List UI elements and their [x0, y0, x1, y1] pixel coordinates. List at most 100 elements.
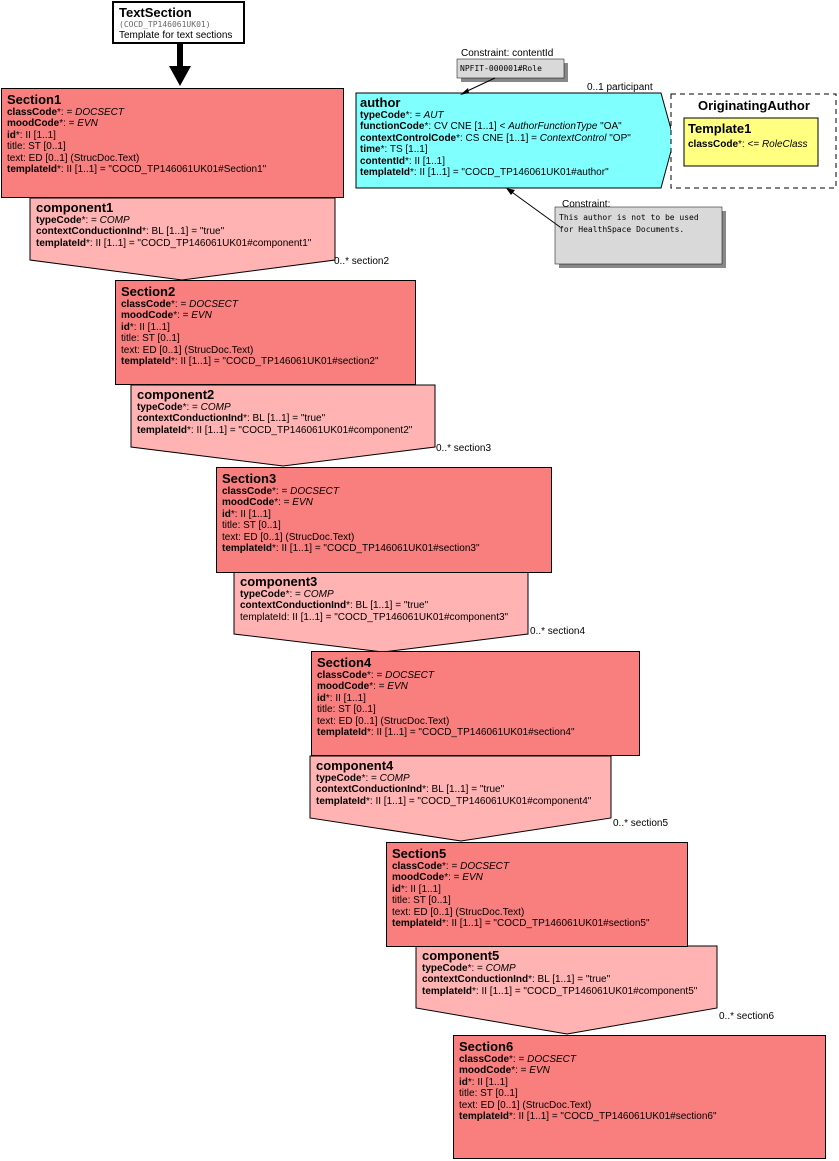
id-attribute: id*: II [1..1]: [392, 884, 682, 895]
typeCode-attribute: typeCode*: = COMP: [316, 773, 591, 784]
id-name: id: [222, 508, 231, 520]
functionCode-type: *: CV CNE [1..1] <: [424, 121, 509, 133]
moodCode-type: *: =: [59, 118, 78, 130]
templateId-name: templateId: [121, 356, 172, 368]
moodCode-name: moodCode: [459, 1065, 512, 1077]
contextConductionInd-type: *: BL [1..1] = "true": [243, 413, 326, 425]
section-title: Section3: [222, 471, 277, 486]
id-attribute: id*: II [1..1]: [317, 693, 634, 704]
moodCode-value: EVN: [529, 1065, 550, 1077]
contextControlCode-value: ContextControl: [539, 132, 607, 144]
moodCode-type: *: =: [369, 681, 388, 693]
contentId-type: *: II [1..1]: [405, 155, 446, 167]
classCode-value: DOCSECT: [75, 107, 125, 118]
component-title: component3: [240, 574, 318, 589]
typeCode-value: COMP: [485, 963, 516, 974]
id-attribute: id*: II [1..1]: [7, 130, 338, 141]
text-section-box: TextSection (COCD_TP146061UK01) Template…: [112, 1, 245, 44]
typeCode-value: COMP: [379, 773, 410, 784]
text-type: : ED [0..1] (StrucDoc.Text): [475, 1099, 592, 1111]
templateId-type: *: II [1..1] = "COCD_TP146061UK01#sectio…: [509, 1111, 717, 1123]
templateId-name: templateId: [137, 424, 188, 436]
moodCode-value: EVN: [292, 497, 313, 509]
contentId-name: contentId: [360, 155, 405, 167]
templateId-type: : II [1..1] = "COCD_TP146061UK01#compone…: [286, 611, 509, 623]
moodCode-attribute: moodCode*: = EVN: [392, 872, 682, 883]
contextControlCode-name: contextControlCode: [360, 132, 457, 144]
text-type: : ED [0..1] (StrucDoc.Text): [333, 715, 450, 727]
contextConductionInd-attribute: contextConductionInd*: BL [1..1] = "true…: [422, 974, 697, 985]
text-name: text: [7, 152, 24, 164]
classCode-attribute: classCode*: = DOCSECT: [7, 107, 338, 118]
classCode-name: classCode: [121, 299, 172, 310]
constraint-author-line1: This author is not to be used: [559, 213, 699, 222]
section-title: Section5: [392, 846, 447, 861]
component4-shape: [309, 755, 612, 842]
text-attribute: text: ED [0..1] (StrucDoc.Text): [392, 907, 682, 918]
contextConductionInd-name: contextConductionInd: [137, 413, 244, 425]
moodCode-type: *: =: [173, 310, 192, 322]
title-attribute: title: ST [0..1]: [121, 333, 410, 344]
templateId-attribute: templateId*: II [1..1] = "COCD_TP146061U…: [222, 543, 546, 554]
typeCode-type: *: =: [182, 402, 201, 413]
id-type: *: II [1..1]: [467, 1076, 508, 1088]
classCode-value: DOCSECT: [189, 299, 239, 310]
templateId-attribute: templateId*: II [1..1] = "COCD_TP146061U…: [317, 727, 634, 738]
typeCode-name: typeCode: [360, 110, 406, 121]
component-title: component2: [137, 387, 215, 402]
templateId-attribute: templateId*: II [1..1] = "COCD_TP146061U…: [459, 1111, 820, 1122]
author-participant-label: 0..1 participant: [587, 82, 653, 93]
text-name: text: [121, 344, 138, 356]
contextConductionInd-name: contextConductionInd: [422, 974, 529, 986]
contextConductionInd-attribute: contextConductionInd*: BL [1..1] = "true…: [240, 600, 508, 611]
typeCode-value: COMP: [99, 215, 130, 226]
component-title: component4: [316, 758, 394, 773]
templateId-name: templateId: [36, 237, 87, 249]
moodCode-name: moodCode: [121, 310, 174, 322]
classcode-name: classCode: [688, 139, 739, 150]
contextConductionInd-attribute: contextConductionInd*: BL [1..1] = "true…: [316, 784, 591, 795]
templateId-type: *: II [1..1] = "COCD_TP146061UK01#sectio…: [272, 543, 480, 555]
text-attribute: text: ED [0..1] (StrucDoc.Text): [7, 153, 338, 164]
component-title: component5: [422, 948, 500, 963]
typeCode-type: *: =: [285, 589, 304, 600]
template1-title[interactable]: Template1: [688, 121, 752, 136]
typeCode-type: *: =: [81, 215, 100, 226]
typeCode-type: *: =: [405, 110, 424, 121]
id-type: *: II [1..1]: [325, 692, 366, 704]
classCode-name: classCode: [317, 670, 368, 681]
functionCode-attribute: functionCode*: CV CNE [1..1] < AuthorFun…: [360, 121, 631, 132]
templateId-type: *: II [1..1] = "COCD_TP146061UK01#sectio…: [442, 918, 650, 930]
text-type: : ED [0..1] (StrucDoc.Text): [137, 344, 254, 356]
title-name: title: [7, 141, 23, 153]
contextControlCode-type: *: CS CNE [1..1] =: [456, 132, 540, 144]
title-name: title: [392, 895, 408, 907]
classCode-type: *: =: [272, 486, 291, 497]
contextConductionInd-attribute: contextConductionInd*: BL [1..1] = "true…: [36, 226, 311, 237]
typeCode-name: typeCode: [36, 215, 82, 226]
templateId-type: *: II [1..1] = "COCD_TP146061UK01#compon…: [187, 424, 413, 436]
typeCode-attribute: typeCode*: = COMP: [36, 215, 311, 226]
component4-cardinality: 0..* section5: [613, 818, 669, 829]
moodCode-value: EVN: [387, 681, 408, 693]
text-attribute: text: ED [0..1] (StrucDoc.Text): [222, 532, 546, 543]
time-type: *: TS [1..1]: [380, 144, 428, 156]
functionCode-name: functionCode: [360, 121, 425, 133]
templateId-name: templateId: [316, 795, 367, 807]
contextConductionInd-type: *: BL [1..1] = "true": [346, 600, 429, 612]
typeCode-name: typeCode: [422, 963, 468, 974]
constraint-contentid-label: Constraint: contentId: [461, 48, 554, 59]
typeCode-value: COMP: [200, 402, 231, 413]
